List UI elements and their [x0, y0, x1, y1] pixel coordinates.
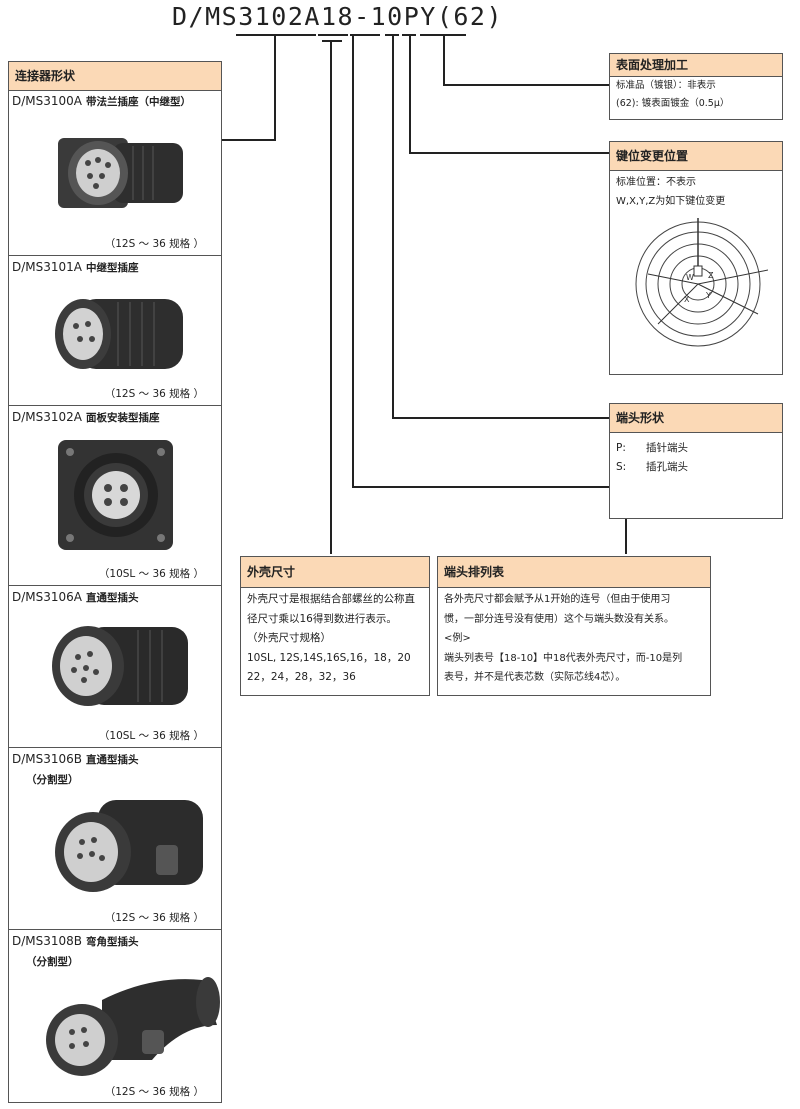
- arrangement-line: <例>: [444, 633, 471, 644]
- connector-3108b-image: [46, 977, 220, 1076]
- connector-desc: 弯角型插头: [86, 936, 139, 948]
- terminal-row-p: P: 插针端头: [616, 439, 776, 458]
- leader-short: [322, 40, 342, 42]
- arrangement-line: 惯，一部分连号没有使用）这个与端头数没有关系。: [444, 613, 674, 625]
- key-label-y: Y: [705, 291, 711, 300]
- arrangement-line: 端头列表号【18-10】中18代表外壳尺寸，而-10是列: [444, 652, 683, 664]
- leader-arrangement-v: [625, 486, 627, 554]
- key-label-z: Z: [708, 271, 714, 280]
- arrangement-line: 各外壳尺寸都会赋予从1开始的连号（但由于使用习: [444, 594, 671, 605]
- shell-line: 10SL, 12S,14S,16S,16，18，20: [247, 651, 411, 664]
- shell-size-header: 外壳尺寸: [241, 557, 429, 588]
- connector-code: D/MS3106A: [12, 590, 83, 604]
- arrangement-panel: 端头排列表 各外壳尺寸都会赋予从1开始的连号（但由于使用习 惯，一部分连号没有使…: [437, 556, 711, 696]
- connector-code: D/MS3101A: [12, 260, 83, 274]
- connector-code: D/MS3108B: [12, 934, 83, 948]
- connector-desc: 面板安装型插座: [86, 412, 160, 424]
- key-line: 标准位置：不表示: [616, 177, 696, 188]
- connector-3102a-image: [58, 440, 173, 550]
- connector-desc: 直通型插头: [86, 754, 139, 766]
- underline-arrangement: [350, 34, 380, 36]
- shell-size-panel: 外壳尺寸 外壳尺寸是根据结合部螺丝的公称直 径尺寸乘以16得到数进行表示。 （外…: [240, 556, 430, 696]
- connector-3100a-image: [58, 138, 183, 208]
- key-line: W,X,Y,Z为如下键位变更: [616, 196, 726, 207]
- arrangement-line: 表号，并不是代表芯数（实际芯线4芯）。: [444, 672, 626, 683]
- terminal-text: 插孔端头: [646, 461, 688, 473]
- connector-sub: （分割型）: [26, 956, 79, 968]
- connector-spec: （10SL ～ 36 规格 ）: [98, 568, 204, 580]
- connector-code: D/MS3102A: [12, 410, 83, 424]
- connector-spec: （12S ～ 36 规格 ）: [104, 912, 204, 924]
- key-header: 键位变更位置: [610, 142, 782, 171]
- terminal-code: S:: [616, 461, 627, 473]
- surface-line: (62): 镀表面镀金（0.5μ）: [616, 98, 730, 109]
- key-position-diagram: W X Y Z: [635, 218, 768, 347]
- leader-terminal: [392, 35, 394, 418]
- leader-shell-style-h: [222, 139, 276, 141]
- terminal-text: 插针端头: [646, 442, 688, 454]
- leader-terminal-h: [392, 417, 609, 419]
- connector-3106b-image: [55, 800, 203, 892]
- terminal-panel: 端头形状 P: 插针端头 S: 插孔端头: [609, 403, 783, 519]
- leader-surface: [443, 35, 445, 85]
- part-number: D/MS3102A18-10PY(62): [172, 2, 504, 31]
- terminal-header: 端头形状: [610, 404, 782, 433]
- connector-desc: 中继型插座: [86, 262, 139, 274]
- shell-line: （外壳尺寸规格）: [247, 632, 331, 644]
- surface-header: 表面处理加工: [610, 54, 782, 77]
- connector-spec: （10SL ～ 36 规格 ）: [98, 730, 204, 742]
- arrangement-header: 端头排列表: [438, 557, 710, 588]
- terminal-code: P:: [616, 442, 626, 454]
- connector-sub: （分割型）: [26, 774, 79, 786]
- surface-panel: 表面处理加工 标准品（镀银）：非表示 (62): 镀表面镀金（0.5μ）: [609, 53, 783, 120]
- shell-line: 径尺寸乘以16得到数进行表示。: [247, 612, 397, 625]
- connector-3106a-image: [52, 626, 188, 706]
- connector-desc: 带法兰插座（中继型）: [86, 96, 192, 108]
- connector-spec: （12S ～ 36 规格 ）: [104, 238, 204, 250]
- connector-spec: （12S ～ 36 规格 ）: [104, 1086, 204, 1098]
- underline-size: [318, 34, 348, 36]
- shell-line: 外壳尺寸是根据结合部螺丝的公称直: [247, 593, 415, 605]
- leader-shell-style: [274, 35, 276, 141]
- key-label-x: X: [684, 295, 690, 304]
- shell-line: 22，24，28，32，36: [247, 671, 356, 683]
- leader-arrangement: [352, 35, 354, 487]
- connector-desc: 直通型插头: [86, 592, 139, 604]
- connector-shape-header: 连接器形状: [9, 62, 221, 91]
- leader-size: [330, 40, 332, 554]
- terminal-row-s: S: 插孔端头: [616, 458, 776, 477]
- key-panel: 键位变更位置 标准位置：不表示 W,X,Y,Z为如下键位变更 W X Y Z: [609, 141, 783, 375]
- leader-key: [409, 35, 411, 153]
- connector-code: D/MS3100A: [12, 94, 83, 108]
- leader-surface-h: [443, 84, 609, 86]
- key-label-w: W: [686, 273, 694, 282]
- connector-code: D/MS3106B: [12, 752, 83, 766]
- leader-key-h: [409, 152, 609, 154]
- connector-3101a-image: [55, 299, 183, 369]
- connector-spec: （12S ～ 36 规格 ）: [104, 388, 204, 400]
- leader-arrangement-h: [352, 486, 627, 488]
- underline-shell: [236, 34, 316, 36]
- surface-line: 标准品（镀银）：非表示: [616, 80, 716, 91]
